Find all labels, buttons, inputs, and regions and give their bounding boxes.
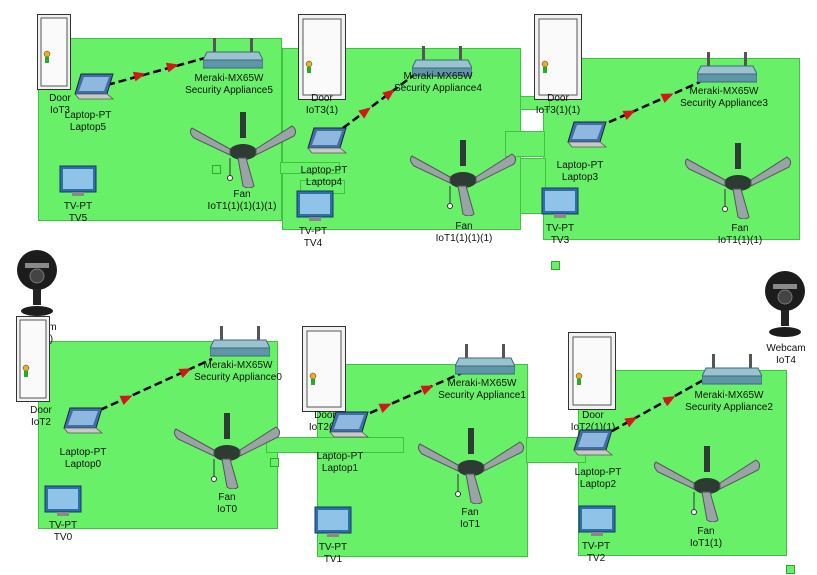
router-icon[interactable]	[696, 52, 758, 89]
laptop-icon[interactable]	[572, 428, 616, 469]
ceiling-fan-icon[interactable]	[408, 140, 518, 221]
tv-icon[interactable]	[541, 187, 579, 224]
ceiling-fan-icon[interactable]	[416, 428, 526, 509]
small-square-1	[212, 165, 221, 174]
door-icon[interactable]	[534, 14, 582, 105]
bridge-bottom-left-middle	[266, 437, 404, 453]
laptop-icon[interactable]	[328, 410, 372, 451]
laptop-icon[interactable]	[566, 120, 610, 161]
ceiling-fan-icon[interactable]	[172, 413, 282, 494]
webcam-icon[interactable]	[16, 249, 58, 324]
tv-icon[interactable]	[578, 505, 616, 542]
webcam-icon[interactable]	[764, 270, 806, 345]
door-icon[interactable]	[298, 14, 346, 105]
router-icon[interactable]	[411, 46, 473, 83]
bridge-top-middle-right	[505, 131, 545, 157]
tv-icon[interactable]	[59, 165, 97, 202]
router-icon[interactable]	[454, 344, 516, 381]
laptop-icon[interactable]	[73, 72, 117, 113]
router-icon[interactable]	[209, 326, 271, 363]
small-square-2	[551, 261, 560, 270]
router-icon[interactable]	[202, 38, 264, 75]
laptop-icon[interactable]	[306, 126, 350, 167]
tv-icon[interactable]	[314, 506, 352, 543]
door-icon[interactable]	[302, 326, 346, 417]
tv-icon[interactable]	[44, 485, 82, 522]
tv-icon[interactable]	[296, 190, 334, 227]
small-square-4	[786, 565, 795, 574]
laptop-icon[interactable]	[62, 406, 106, 447]
small-square-3	[270, 458, 279, 467]
ceiling-fan-icon[interactable]	[188, 112, 298, 193]
bridge-top-left-middle	[280, 162, 340, 174]
router-icon[interactable]	[701, 354, 763, 391]
door-icon[interactable]	[568, 332, 616, 415]
ceiling-fan-icon[interactable]	[652, 446, 762, 527]
ceiling-fan-icon[interactable]	[683, 143, 793, 224]
door-icon[interactable]	[16, 316, 50, 407]
door-icon[interactable]	[37, 14, 71, 95]
